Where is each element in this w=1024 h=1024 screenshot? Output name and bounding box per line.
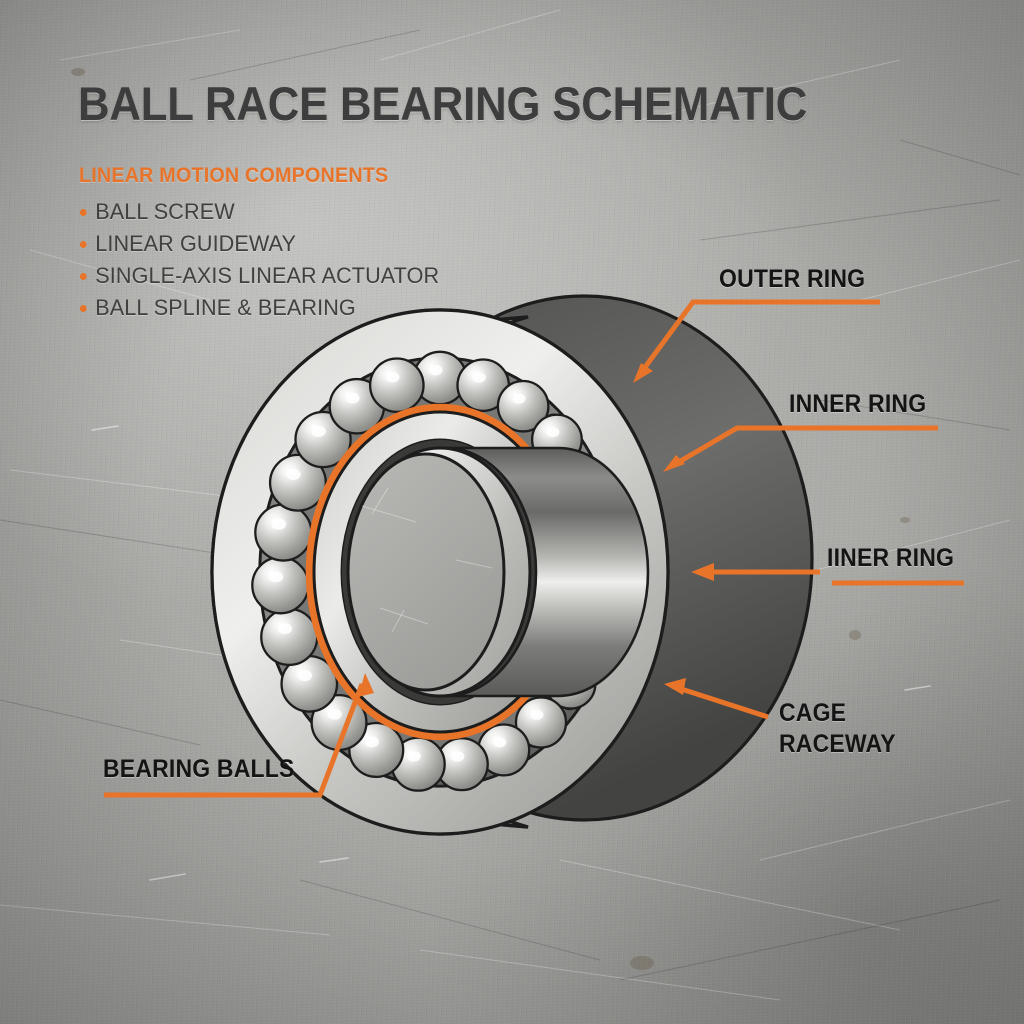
bullet-dot-icon [79, 241, 87, 248]
list-item: SINGLE-AXIS LINEAR ACTUATOR [78, 260, 439, 292]
bearing-ball [260, 607, 319, 667]
ball-specular-highlight [286, 468, 301, 480]
list-item: BALL SPLINE & BEARING [78, 292, 439, 324]
ball-specular-highlight [327, 708, 342, 720]
ball-specular-highlight [297, 670, 313, 682]
ball-specular-highlight [493, 737, 507, 748]
ball-specular-highlight [546, 427, 560, 438]
callout-inner-ring: INNER RING [789, 390, 926, 419]
list-item: BALL SCREW [78, 196, 439, 228]
list-item: LINEAR GUIDEWAY [78, 228, 439, 260]
ball-specular-highlight [268, 571, 284, 583]
bearing-ball [514, 696, 568, 749]
bearing-ball [251, 556, 310, 615]
list-item-label: LINEAR GUIDEWAY [95, 231, 296, 256]
callout-inner-ring-label: INNER RING [789, 390, 927, 418]
bearing-body [210, 294, 814, 836]
bullet-dot-icon [79, 305, 87, 312]
list-item-label: BALL SPLINE & BEARING [95, 295, 356, 320]
ball-specular-highlight [450, 751, 465, 762]
bearing-ball [496, 379, 550, 433]
bullet-dot-icon [79, 209, 87, 216]
components-list: BALL SCREW LINEAR GUIDEWAY SINGLE-AXIS L… [78, 196, 454, 324]
bearing-ball [268, 453, 327, 512]
bearing-bore [346, 446, 650, 698]
ball-specular-highlight [407, 750, 421, 762]
callout-iiner-ring: IINER RING [827, 544, 954, 573]
callout-bearing-balls: BEARING BALLS [103, 755, 295, 784]
bore-opening [346, 452, 506, 692]
callout-cage-line-2: RACEWAY [779, 730, 896, 758]
callout-iiner-ring-label: IINER RING [827, 544, 955, 572]
callout-outer-ring-label: OUTER RING [719, 265, 866, 293]
callout-cage-line-1: CAGE [779, 699, 847, 727]
ball-specular-highlight [530, 709, 544, 720]
ball-specular-highlight [385, 371, 400, 383]
bearing-ball [254, 503, 313, 562]
ball-specular-highlight [345, 392, 360, 404]
ball-specular-highlight [429, 364, 443, 376]
ball-specular-highlight [364, 736, 379, 748]
callout-cage-raceway: CAGE RACEWAY [779, 698, 896, 760]
ball-specular-highlight [311, 425, 326, 437]
callout-bearing-balls-label: BEARING BALLS [103, 755, 295, 783]
subtitle: LINEAR MOTION COMPONENTS [79, 164, 389, 187]
ball-specular-highlight [512, 393, 526, 404]
page-title: BALL RACE BEARING SCHEMATIC [78, 77, 808, 130]
ball-specular-highlight [271, 518, 287, 530]
bullet-dot-icon [79, 273, 87, 280]
ball-specular-highlight [277, 622, 293, 635]
list-item-label: BALL SCREW [95, 199, 235, 224]
bearing-ball [368, 357, 425, 414]
list-item-label: SINGLE-AXIS LINEAR ACTUATOR [95, 263, 440, 288]
callout-outer-ring: OUTER RING [719, 265, 865, 294]
ball-specular-highlight [472, 372, 486, 383]
